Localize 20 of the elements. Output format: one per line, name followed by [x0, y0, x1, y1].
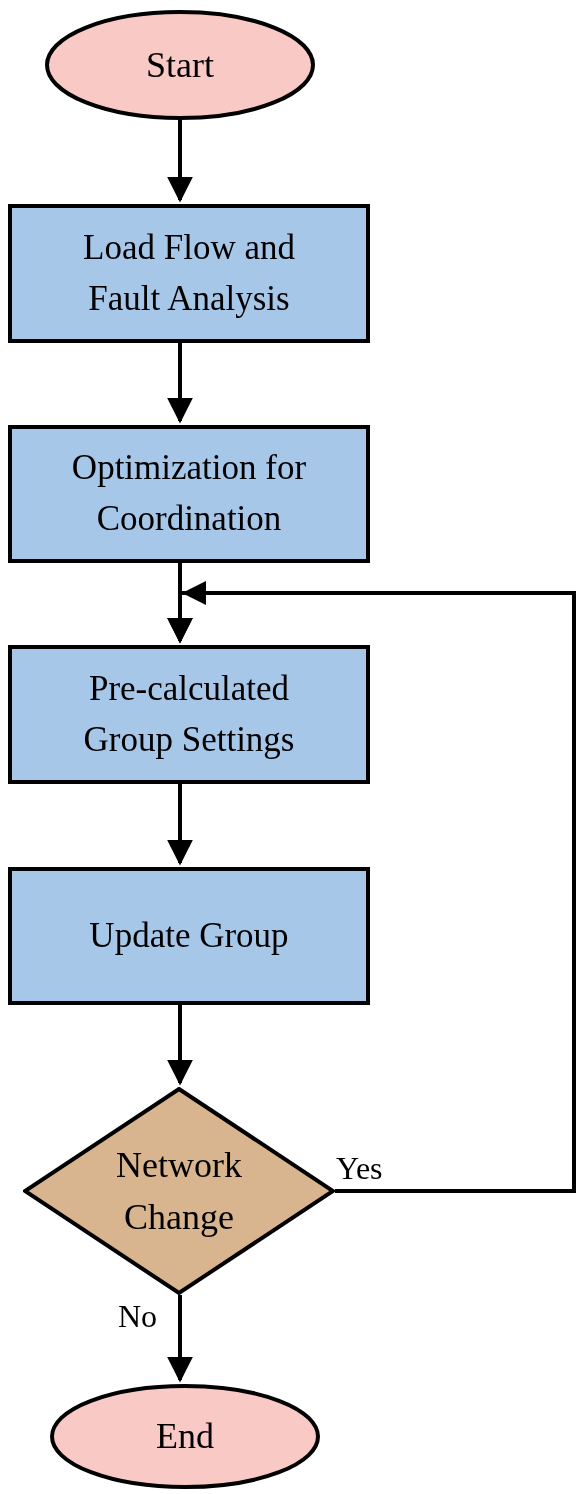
process-box	[8, 645, 370, 784]
decision-diamond	[23, 1087, 335, 1295]
process-box	[8, 204, 370, 343]
node-text: Update Group	[89, 914, 289, 957]
arrow	[167, 1295, 193, 1383]
node-text: Load Flow and Fault Analysis	[82, 226, 296, 320]
arrow	[167, 343, 193, 424]
terminal-ellipse	[45, 10, 315, 120]
terminal-ellipse	[50, 1384, 320, 1489]
arrow	[167, 120, 193, 203]
process-box	[8, 425, 370, 563]
arrow	[167, 784, 193, 866]
node-text: Start	[146, 43, 214, 87]
node-text: End	[156, 1415, 214, 1459]
process-box	[8, 867, 370, 1005]
node-text: Network Change	[115, 1143, 243, 1239]
node-text: Pre-calculated Group Settings	[82, 667, 296, 761]
node-text: Optimization for Coordination	[70, 447, 308, 540]
arrow	[167, 1005, 193, 1086]
arrow	[167, 581, 576, 1193]
